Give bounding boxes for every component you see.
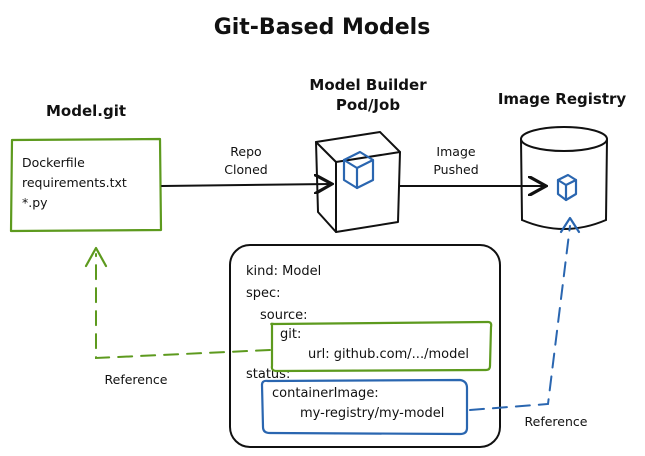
manifest-line-source: source: [260,308,308,323]
registry-label: Image Registry [498,90,627,108]
repo-cloned-label-2: Cloned [224,162,267,177]
manifest-line-kind: kind: Model [246,264,321,279]
registry-image-icon [556,173,578,202]
model-git-box [9,137,163,233]
manifest-line-spec: spec: [246,286,281,301]
repo-cloned-arrow [161,184,330,186]
reference-label-right: Reference [525,414,588,429]
git-source-highlight [270,320,493,373]
diagram-title: Git-Based Models [214,15,431,40]
manifest-line-url: url: github.com/.../model [308,347,469,362]
image-pushed-label-2: Pushed [433,162,478,177]
builder-label-1: Model Builder [309,76,427,94]
manifest-line-status: status: [246,367,290,382]
reference-arrowhead-git [84,246,108,268]
builder-label-2: Pod/Job [336,96,400,114]
manifest-line-git: git: [280,327,301,342]
model-manifest-box [229,244,501,448]
model-git-file-dockerfile: Dockerfile [22,155,85,170]
reference-line-git [95,253,271,360]
model-git-file-requirements: requirements.txt [22,175,127,190]
model-git-file-py: *.py [22,195,48,210]
model-git-label: Model.git [46,102,126,120]
container-icon [342,150,375,190]
reference-arrowhead-image [559,216,581,234]
reference-label-left: Reference [105,372,168,387]
container-image-highlight [260,378,469,436]
repo-cloned-label-1: Repo [230,144,261,159]
manifest-line-container-image: containerImage: [272,386,379,401]
manifest-line-image-value: my-registry/my-model [300,406,444,421]
reference-line-image [469,225,571,411]
builder-cube [315,131,401,233]
image-pushed-label-1: Image [436,144,475,159]
